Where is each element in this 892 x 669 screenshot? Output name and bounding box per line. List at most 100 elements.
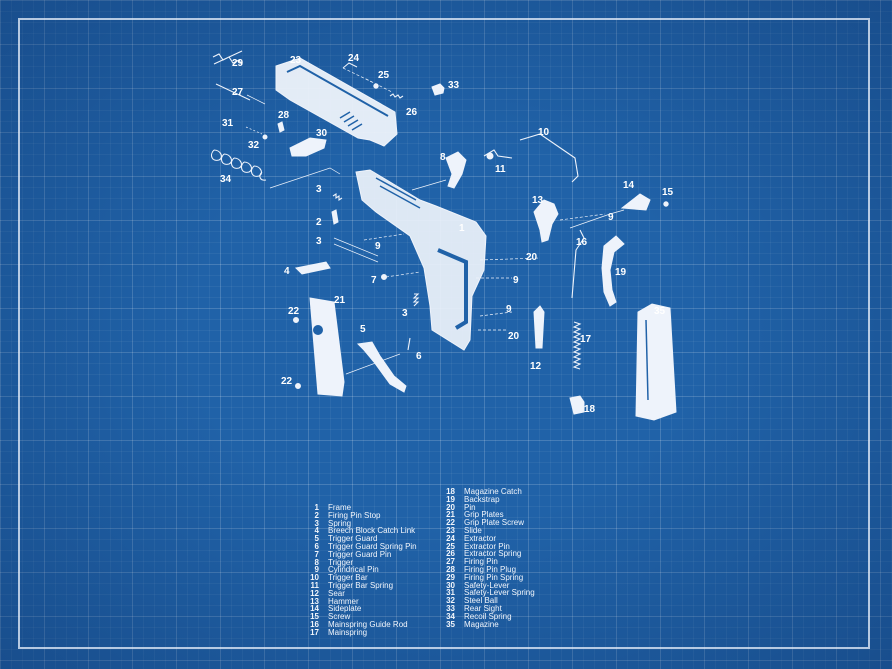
- part-name: Extractor Spring: [464, 549, 522, 559]
- part-name: Rear Sight: [464, 603, 502, 613]
- callout-22-upper: 22: [288, 306, 300, 317]
- part-number: 7: [314, 549, 319, 559]
- callout-9-upper: 9: [375, 241, 381, 252]
- part-name: Steel Ball: [464, 596, 498, 606]
- part-sear: [533, 305, 545, 349]
- part-number: 16: [310, 619, 319, 629]
- part-name: Sideplate: [328, 604, 362, 614]
- parts-list-item: 8 Trigger: [305, 557, 417, 567]
- part-firing-pin-stop: [331, 209, 339, 225]
- callout-29: 29: [232, 58, 244, 69]
- part-name: Spring: [328, 518, 352, 528]
- part-number: 8: [314, 557, 319, 567]
- part-number: 25: [446, 541, 455, 551]
- callout-3-top: 3: [316, 184, 322, 195]
- parts-list-item: 22 Grip Plate Screw: [441, 519, 535, 527]
- part-number: 10: [310, 573, 319, 583]
- part-name: Grip Plate Screw: [464, 518, 525, 528]
- part-number: 2: [314, 510, 319, 520]
- part-name: Hammer: [328, 596, 359, 606]
- part-grip-plate-screws: [293, 317, 301, 389]
- part-firing-pin-spring: [212, 50, 243, 66]
- callout-35: 35: [654, 306, 666, 317]
- part-number: 33: [446, 603, 455, 613]
- part-number: 22: [446, 518, 455, 528]
- part-name: Safety-Lever: [464, 580, 510, 590]
- part-name: Magazine: [464, 619, 499, 629]
- part-trigger-guard-pin: [381, 271, 421, 280]
- part-safety-lever-spring: [245, 126, 263, 135]
- callout-9-lower: 9: [506, 304, 512, 315]
- callout-25: 25: [378, 70, 390, 81]
- part-number: 6: [314, 541, 319, 551]
- part-trigger-guard: [356, 341, 407, 393]
- part-number: 21: [446, 510, 455, 520]
- callout-8: 8: [440, 152, 446, 163]
- part-grip-plate: [309, 297, 345, 397]
- part-extractor-pin: [365, 78, 393, 93]
- part-number: 23: [446, 525, 455, 535]
- callout-1: 1: [459, 223, 465, 234]
- part-name: Trigger Bar: [328, 573, 368, 583]
- part-pins-center: [476, 257, 541, 331]
- part-name: Magazine Catch: [464, 487, 522, 496]
- part-number: 35: [446, 619, 455, 629]
- callout-31: 31: [222, 118, 234, 129]
- callout-15: 15: [662, 187, 674, 198]
- callout-14: 14: [623, 180, 635, 191]
- part-steel-ball: [262, 134, 268, 140]
- callout-9-hammer: 9: [608, 212, 614, 223]
- part-number: 4: [314, 526, 319, 536]
- callout-20-upper: 20: [526, 252, 538, 263]
- callout-9-mid: 9: [513, 275, 519, 286]
- callout-4: 4: [284, 266, 290, 277]
- part-firing-pin: [215, 83, 266, 105]
- part-spring-upper: [332, 192, 343, 202]
- part-slide: [275, 57, 398, 147]
- blueprint-border: [18, 18, 870, 649]
- part-number: 27: [446, 557, 455, 567]
- part-number: 13: [310, 596, 319, 606]
- part-number: 15: [310, 612, 319, 622]
- callout-24: 24: [348, 53, 360, 64]
- callout-32: 32: [248, 140, 260, 151]
- part-magazine: [635, 303, 677, 421]
- part-number: 18: [446, 487, 455, 496]
- part-name: Cylindrical Pin: [328, 565, 379, 575]
- callout-28: 28: [278, 110, 290, 121]
- part-name: Frame: [328, 503, 352, 512]
- part-spring-lower: [412, 293, 420, 307]
- callout-12: 12: [530, 361, 542, 372]
- parts-list-item: 18 Magazine Catch: [441, 488, 535, 496]
- part-extractor: [342, 62, 373, 83]
- part-name: Trigger: [328, 557, 354, 567]
- part-frame: [355, 169, 487, 351]
- callout-20-lower: 20: [508, 331, 520, 342]
- part-name: Pin: [464, 502, 476, 512]
- part-name: Extractor: [464, 533, 497, 543]
- part-name: Mainspring: [328, 627, 368, 637]
- callout-5: 5: [360, 324, 366, 335]
- callout-10: 10: [538, 127, 550, 138]
- part-name: Mainspring Guide Rod: [328, 619, 408, 629]
- part-name: Extractor Pin: [464, 541, 510, 551]
- callout-21: 21: [334, 295, 346, 306]
- part-name: Backstrap: [464, 494, 500, 504]
- part-name: Trigger Guard: [328, 534, 378, 544]
